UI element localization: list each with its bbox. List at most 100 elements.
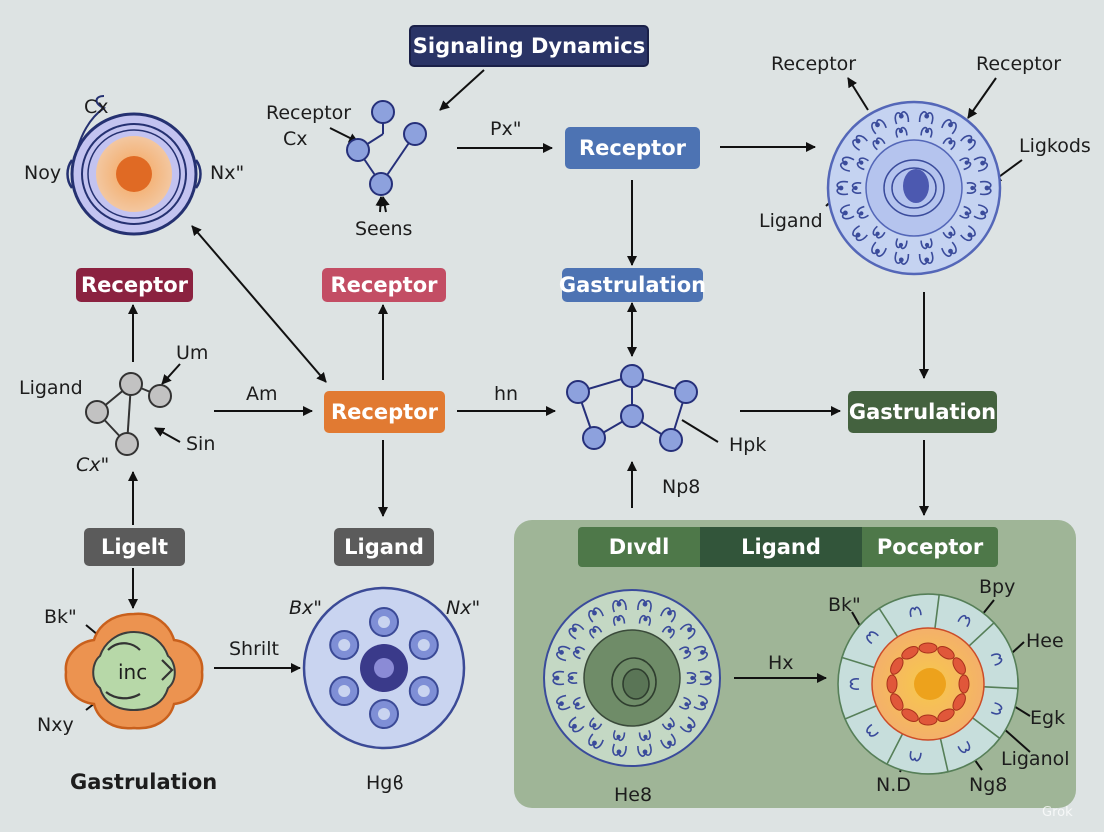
organelle bbox=[952, 693, 966, 711]
box-dvdl: Dıvdl bbox=[578, 527, 700, 567]
receptor-dot bbox=[616, 601, 622, 607]
vesicle-cell bbox=[302, 586, 466, 750]
receptor-dot bbox=[667, 628, 672, 633]
receptor-dot bbox=[575, 702, 580, 707]
organelle bbox=[890, 693, 904, 711]
lobe-receptor bbox=[909, 750, 922, 762]
box-receptor-pink: Receptor bbox=[322, 268, 446, 302]
receptor-dot bbox=[875, 231, 880, 236]
label-ligand-cell: Ligand bbox=[759, 210, 823, 232]
pointer-um bbox=[161, 363, 181, 385]
label-shrilt: Shrilt bbox=[229, 638, 279, 660]
receptor-dot bbox=[684, 649, 689, 654]
lobe-receptor bbox=[990, 702, 1003, 715]
label-cx-molecule: Cx bbox=[283, 128, 308, 150]
label-cx-top: Cx bbox=[84, 96, 109, 118]
receptor-dot bbox=[684, 702, 689, 707]
label-bx: Bx" bbox=[289, 597, 323, 619]
label-am: Am bbox=[246, 383, 278, 405]
pointer-receptor-tr bbox=[967, 77, 997, 119]
vesicle-core bbox=[417, 639, 430, 651]
lobe-receptor bbox=[849, 678, 860, 690]
receptor-dot bbox=[572, 627, 577, 633]
receptor-dot bbox=[616, 749, 622, 755]
receptor-dot bbox=[948, 140, 953, 145]
receptor-dot bbox=[569, 675, 574, 681]
label-ng8: Ng8 bbox=[969, 774, 1008, 796]
organelle bbox=[918, 642, 938, 654]
receptor-dot bbox=[924, 242, 930, 248]
box-receptor-orange: Receptor bbox=[324, 391, 445, 433]
receptor-dot bbox=[842, 160, 848, 166]
organelle bbox=[901, 646, 919, 660]
receptor-dot bbox=[948, 122, 953, 128]
receptor-dot bbox=[898, 242, 904, 248]
label-bpy: Bpy bbox=[979, 576, 1016, 598]
organelle bbox=[952, 657, 966, 675]
panel-cell-left bbox=[543, 589, 721, 767]
receptor-dot bbox=[948, 231, 953, 236]
receptor-dot bbox=[898, 113, 904, 119]
receptor-dot bbox=[964, 160, 969, 165]
receptor-dot bbox=[559, 701, 564, 707]
label-nx-top-left: Nx" bbox=[210, 162, 245, 184]
pointer-hpk bbox=[681, 419, 719, 443]
receptor-dot bbox=[855, 138, 861, 144]
organelle bbox=[937, 708, 955, 722]
receptor-dot bbox=[643, 734, 648, 739]
lobe-receptor bbox=[866, 631, 879, 645]
label-receptor-cell-right: Receptor bbox=[976, 53, 1062, 75]
receptor-dot bbox=[924, 113, 930, 119]
receptor-dot bbox=[980, 160, 986, 166]
receptor-dot bbox=[859, 211, 864, 216]
receptor-dot bbox=[967, 138, 973, 144]
vesicle-core bbox=[417, 685, 430, 697]
arrow-title-to-molecule bbox=[439, 69, 485, 111]
receptor-dot bbox=[616, 617, 621, 622]
receptor-dot bbox=[855, 232, 861, 238]
receptor-dot bbox=[842, 210, 848, 216]
receptor-dot bbox=[642, 601, 648, 607]
arrow-diagonal-cell bbox=[191, 225, 327, 383]
panel-cell-right bbox=[837, 593, 1019, 775]
label-seens: Seens bbox=[355, 218, 413, 240]
receptor-dot bbox=[898, 128, 904, 134]
label-gastrulation-bottom: Gastrulation bbox=[70, 770, 218, 794]
pointer-receptor-tl bbox=[847, 77, 869, 111]
vesicle-core bbox=[338, 639, 351, 651]
label-hx: Hx bbox=[768, 652, 794, 674]
receptor-dot bbox=[875, 248, 880, 254]
receptor-dot bbox=[924, 128, 930, 134]
lobe-receptor bbox=[957, 614, 971, 628]
label-np8: Np8 bbox=[662, 476, 701, 498]
label-hpk: Hpk bbox=[729, 434, 767, 456]
receptor-dot bbox=[642, 749, 648, 755]
receptor-dot bbox=[575, 649, 580, 654]
label-hg6: Hgϐ bbox=[366, 772, 405, 794]
box-receptor-top: Receptor bbox=[565, 127, 700, 169]
receptor-dot bbox=[970, 185, 975, 191]
receptor-dot bbox=[980, 210, 986, 216]
label-receptor-molecule: Receptor bbox=[266, 102, 352, 124]
receptor-dot bbox=[964, 211, 969, 216]
receptor-dot bbox=[687, 723, 692, 729]
lobe-receptor bbox=[866, 723, 879, 737]
receptor-dot bbox=[667, 740, 672, 746]
receptor-dot bbox=[592, 628, 597, 633]
box-ligand-gray: Ligand bbox=[334, 528, 434, 566]
organelle bbox=[937, 646, 955, 660]
box-gastrulation-right: Gastrulation bbox=[848, 391, 997, 433]
label-um: Um bbox=[176, 342, 209, 364]
box-receptor-maroon: Receptor bbox=[76, 268, 193, 302]
label-px: Px" bbox=[490, 118, 522, 140]
orange-blob-cell bbox=[64, 612, 204, 730]
triad-molecule bbox=[85, 372, 172, 456]
organelle bbox=[958, 674, 970, 694]
organelle bbox=[918, 714, 938, 726]
receptor-dot bbox=[967, 232, 973, 238]
receptor-dot bbox=[984, 185, 990, 191]
label-nd: N.D bbox=[876, 774, 911, 796]
label-he8: He8 bbox=[614, 784, 653, 806]
pointer-seens-1 bbox=[375, 196, 386, 213]
